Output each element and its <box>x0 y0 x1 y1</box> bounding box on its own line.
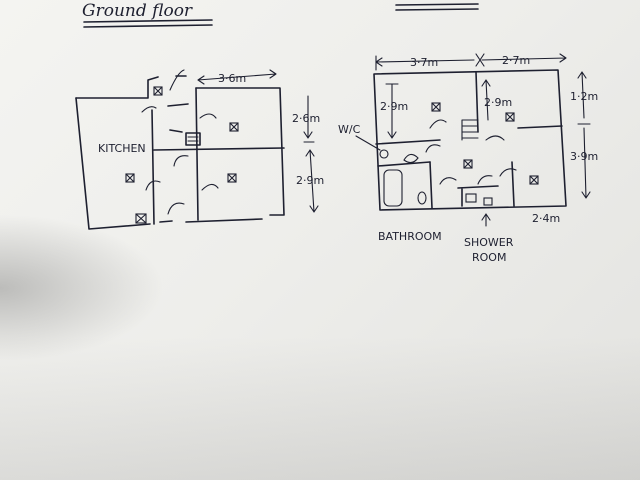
gf-wall-bottom-stub <box>159 220 173 223</box>
ff-room-shower-line2: ROOM <box>472 251 506 264</box>
gf-wall-horizontal <box>153 147 285 151</box>
ff-door-swing-4 <box>485 135 505 141</box>
ff-light-icon-4 <box>529 175 539 185</box>
ff-dim-height-mid-room: 2·9m <box>484 96 512 109</box>
ff-dim-width-left: 3·7m <box>410 56 438 69</box>
ff-room-bathroom: BATHROOM <box>378 230 442 243</box>
ff-door-swing-1 <box>429 119 447 129</box>
gf-door-swing-1 <box>169 69 185 91</box>
ff-door-swing-3 <box>439 177 457 185</box>
ff-bath-icon <box>383 169 403 207</box>
gf-room-kitchen: KITCHEN <box>98 142 146 155</box>
gf-door-swing-6 <box>201 183 219 191</box>
ff-shower-fixture-icon <box>483 197 493 206</box>
ff-outer-wall <box>373 69 567 211</box>
ff-shower-leader-arrow <box>481 213 491 227</box>
gf-dim-upper-arrow <box>303 95 315 143</box>
title-ground-floor: Ground floor <box>82 1 193 21</box>
ff-dim-mid-room-arrow <box>481 79 491 121</box>
first-floor-plan: W/C BATHROOM SHOWER ROOM 3·7m 2·7m 2·9m … <box>338 53 598 264</box>
title-right-underline-1 <box>395 3 479 6</box>
ff-dim-cross-marker <box>475 53 485 67</box>
ff-light-icon-1 <box>431 102 441 112</box>
ff-door-swing-6 <box>477 175 493 185</box>
ff-wall-bathroom-top <box>377 161 431 167</box>
ff-wall-left-mid <box>375 139 441 145</box>
gf-door-swing-3 <box>199 113 217 119</box>
ff-dim-left-arrow <box>375 55 475 71</box>
ff-wall-right-upper <box>517 125 563 129</box>
title-underline-1 <box>83 19 213 23</box>
ground-floor-plan: KITCHEN 3·6m 2·6m 2·9m <box>75 69 324 230</box>
gf-dim-height-lower: 2·9m <box>296 174 324 187</box>
gf-dim-height-upper: 2·6m <box>292 112 320 125</box>
ff-light-icon-3 <box>463 159 473 169</box>
ff-dim-width-right: 2·7m <box>502 54 530 67</box>
ff-wc-leader-line <box>355 135 381 151</box>
ff-dim-right-lower-arrow <box>581 127 591 199</box>
gf-wall-right <box>195 87 285 216</box>
gf-dim-lower-arrow <box>305 149 319 213</box>
ff-wc-icon <box>379 149 389 159</box>
gf-wall-hall <box>167 103 189 133</box>
ff-stairs <box>461 119 479 141</box>
gf-door-swing-4 <box>173 155 189 167</box>
ff-dim-height-left-room: 2·9m <box>380 100 408 113</box>
ff-dim-height-right-upper: 1·2m <box>570 90 598 103</box>
ff-dim-right-upper-arrow <box>577 71 591 125</box>
ff-door-swing-5 <box>499 168 517 177</box>
ff-toilet-icon <box>417 191 427 205</box>
gf-stairs-box <box>185 132 201 146</box>
title-right-underline-2 <box>395 8 479 11</box>
gf-wall-internal-1 <box>151 109 155 225</box>
gf-light-icon-4 <box>227 173 237 183</box>
ff-door-swing-2 <box>425 144 441 153</box>
ff-dim-left-room-arrow <box>385 83 399 139</box>
ff-wall-bathroom-right <box>429 161 433 209</box>
gf-door-swing-2 <box>141 106 157 113</box>
gf-wall-bottom <box>185 218 263 223</box>
ff-wall-vertical-top <box>475 71 479 133</box>
gf-dim-width-arrow <box>197 69 277 85</box>
ff-dim-width-bottom-right: 2·4m <box>532 212 560 225</box>
gf-door-swing-7 <box>167 202 185 215</box>
ff-dim-height-right-lower: 3·9m <box>570 150 598 163</box>
ff-room-shower-line1: SHOWER <box>464 236 514 249</box>
ff-shower-tray-icon <box>465 193 477 203</box>
ff-basin-icon <box>403 153 419 164</box>
gf-wall-left <box>75 97 151 230</box>
ff-wall-shower <box>457 185 499 207</box>
ff-light-icon-2 <box>505 112 515 122</box>
gf-wall-top-left <box>75 76 159 99</box>
title-underline-2 <box>83 24 213 28</box>
gf-light-icon-2 <box>229 122 239 132</box>
gf-light-icon-3 <box>125 173 135 183</box>
ff-room-wc: W/C <box>338 123 361 136</box>
gf-door-swing-5 <box>145 180 161 191</box>
ff-dim-right-arrow <box>481 53 567 63</box>
gf-light-icon-1 <box>153 86 163 96</box>
gf-wall-internal-2 <box>195 87 199 221</box>
gf-dim-width-top: 3·6m <box>218 72 246 85</box>
gf-socket-icon <box>135 213 147 224</box>
